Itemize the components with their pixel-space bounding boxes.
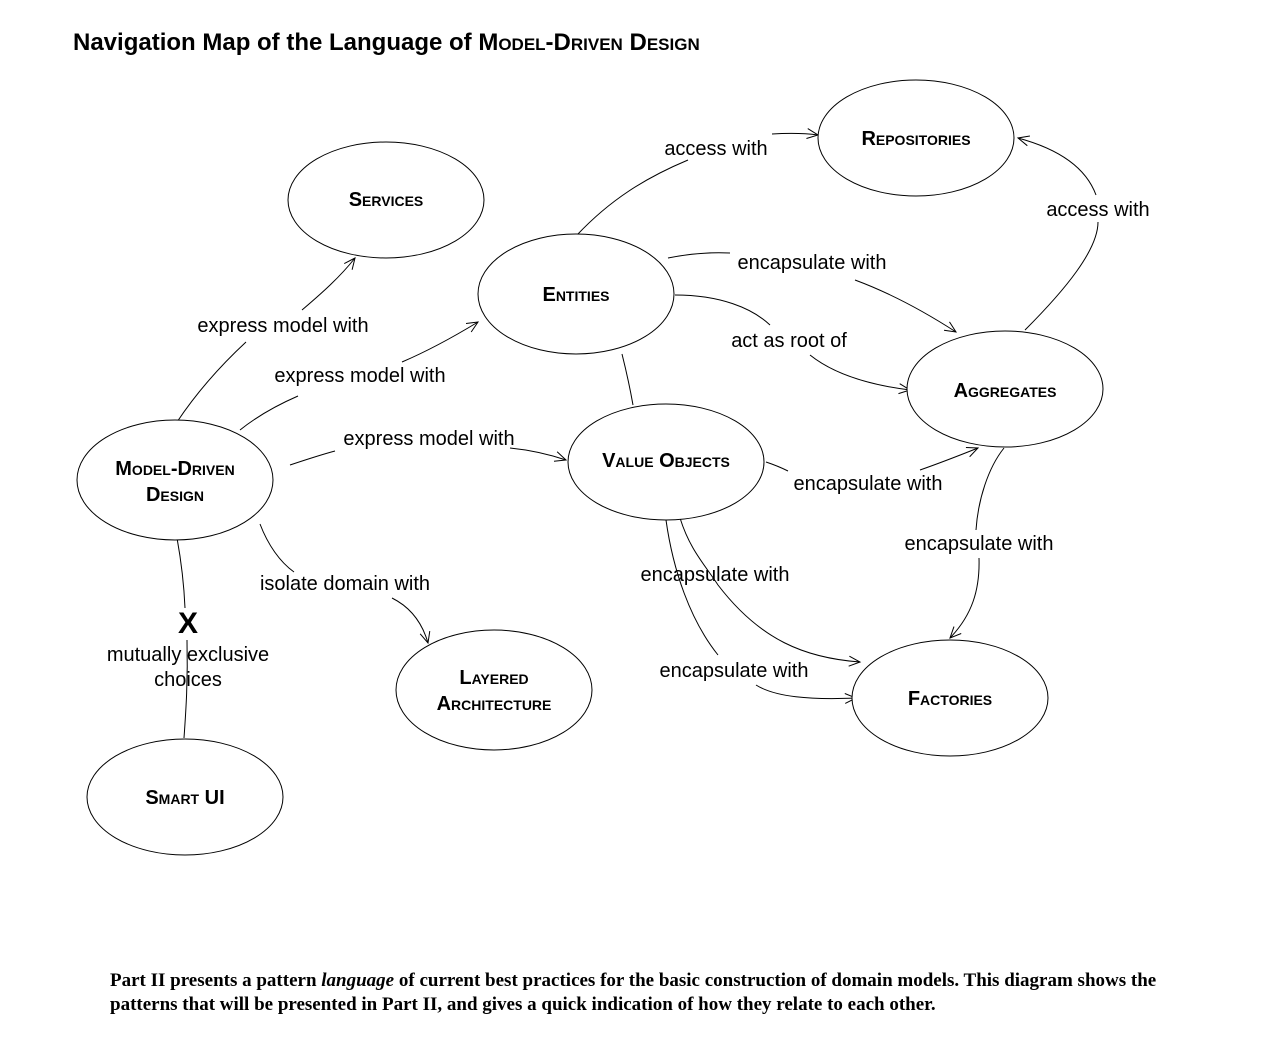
node-aggregates-label: Aggregates — [954, 380, 1057, 402]
edge-mdd-entities-a — [239, 395, 299, 431]
label-mdd-express-value-objects: express model with — [343, 428, 514, 450]
label-mdd-isolate-layered: isolate domain with — [260, 573, 430, 595]
node-entities: Entities — [477, 233, 675, 355]
edge-aggregates-repositories — [1024, 221, 1099, 331]
title-text: Navigation Map of the Language of — [73, 29, 479, 56]
edge-mdd-services-b — [301, 257, 356, 311]
caption-emphasis: language — [321, 970, 395, 991]
exclusive-label-line1: mutually exclusive — [107, 644, 269, 666]
label-mdd-express-entities: express model with — [274, 365, 445, 387]
exclusive-label-line2: choices — [154, 669, 222, 691]
node-repositories-label: Repositories — [861, 128, 970, 150]
page-title: Navigation Map of the Language of Model-… — [73, 29, 700, 57]
node-layered-architecture-label-line1: Layered — [459, 667, 528, 689]
figure-caption: Part II presents a pattern language of c… — [110, 969, 1200, 1017]
edge-mdd-layered-a — [259, 523, 295, 573]
label-aggregates-encapsulate-factories: encapsulate with — [905, 533, 1054, 555]
label-aggregates-access-repositories: access with — [1046, 199, 1149, 221]
node-aggregates: Aggregates — [906, 330, 1104, 448]
caption-text-1: Part II presents a pattern — [110, 970, 322, 991]
edges — [176, 128, 1099, 739]
node-smart-ui-label: Smart UI — [145, 787, 224, 809]
node-model-driven-design-label-line2: Design — [146, 484, 204, 506]
edge-labels: access with access with express model wi… — [197, 138, 1149, 682]
node-layered-architecture-label-line2: Architecture — [437, 693, 552, 715]
edge-entities-aggregates-root-a — [674, 294, 771, 326]
edge-aggregates-repositories-b — [1016, 135, 1097, 196]
node-entities-label: Entities — [542, 284, 609, 306]
edge-entities-repositories-a — [576, 159, 689, 236]
node-services: Services — [287, 141, 485, 259]
edge-mdd-smart-ui-a — [176, 537, 186, 609]
label-entities-access-repositories: access with — [664, 138, 767, 160]
mutually-exclusive-marker: X mutually exclusive choices — [107, 607, 269, 691]
label-entities-root-of-aggregates: act as root of — [731, 330, 847, 352]
edge-mdd-services-a — [176, 341, 247, 423]
edge-mdd-value-objects-a — [289, 450, 336, 466]
edge-value-objects-factories-2 — [665, 519, 719, 656]
node-value-objects: Value Objects — [567, 403, 765, 521]
edge-value-objects-aggregates-a — [765, 461, 789, 472]
caption-text-2: of current best practices for the basic … — [110, 970, 1157, 1015]
label-entities-encapsulate-aggregates: encapsulate with — [738, 252, 887, 274]
edge-entities-value-objects — [621, 353, 634, 406]
edge-entities-aggregates-encapsulate-a — [667, 252, 731, 259]
edge-mdd-value-objects-b — [509, 447, 568, 462]
label-mdd-express-services: express model with — [197, 315, 368, 337]
edge-value-objects-factories-1 — [679, 517, 862, 667]
node-layered-architecture: Layered Architecture — [395, 629, 593, 751]
edge-value-objects-aggregates-b — [919, 446, 980, 471]
title-emphasis: Model-Driven Design — [478, 29, 700, 56]
node-model-driven-design: Model-Driven Design — [76, 419, 274, 541]
node-services-label: Services — [349, 189, 424, 211]
node-value-objects-label: Value Objects — [602, 450, 730, 472]
node-factories: Factories — [851, 639, 1049, 757]
label-value-objects-encapsulate-factories-1: encapsulate with — [641, 564, 790, 586]
node-repositories: Repositories — [817, 79, 1015, 197]
edge-value-objects-factories-2b — [755, 684, 858, 704]
node-smart-ui: Smart UI — [86, 738, 284, 856]
edge-mdd-entities-b — [401, 321, 480, 363]
node-model-driven-design-label-line1: Model-Driven — [115, 458, 234, 480]
label-value-objects-encapsulate-aggregates: encapsulate with — [794, 473, 943, 495]
label-value-objects-encapsulate-factories-2: encapsulate with — [660, 660, 809, 682]
edge-mdd-smart-ui-b — [183, 639, 188, 739]
edge-mdd-layered-b — [391, 597, 431, 645]
exclusive-x-mark: X — [178, 607, 198, 640]
edge-entities-aggregates-encapsulate-b — [854, 279, 958, 333]
edge-aggregates-factories-b — [949, 557, 980, 639]
edge-entities-aggregates-root-b — [809, 354, 912, 395]
edge-aggregates-factories-a — [975, 447, 1005, 531]
edge-entities-repositories-b — [771, 128, 820, 139]
node-factories-label: Factories — [908, 688, 992, 710]
